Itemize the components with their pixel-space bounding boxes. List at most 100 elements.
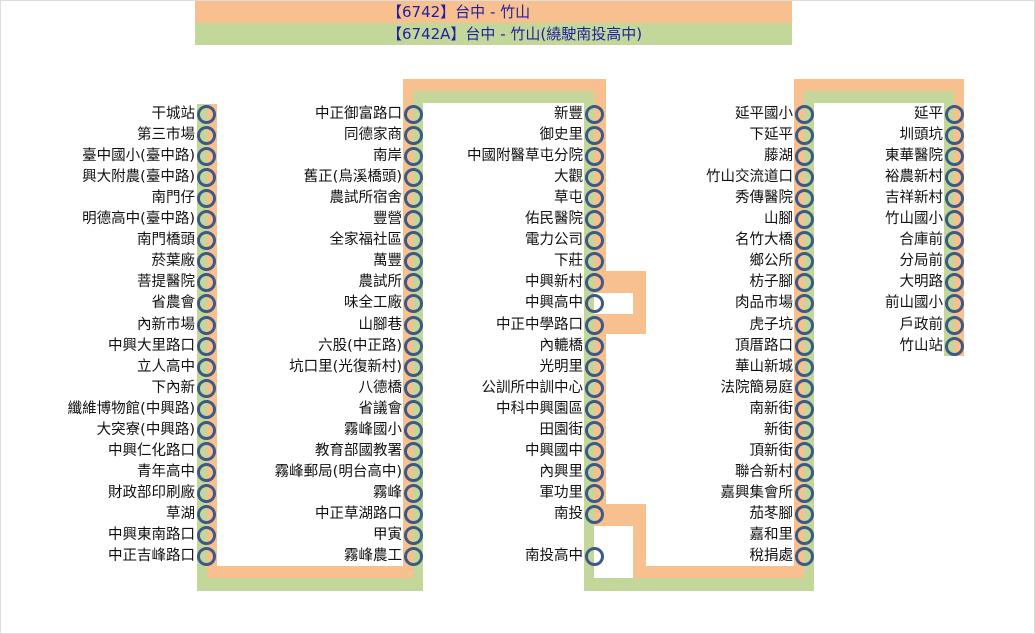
stop-circle-icon[interactable] [585, 126, 604, 146]
stop-circle-icon[interactable] [795, 315, 814, 335]
stop-circle-icon[interactable] [945, 168, 964, 188]
stop-circle-icon[interactable] [945, 315, 964, 335]
stop-circle-icon[interactable] [404, 315, 423, 335]
stop-circle-icon[interactable] [197, 441, 216, 461]
stop-circle-icon[interactable] [795, 336, 814, 356]
stop-circle-icon[interactable] [795, 210, 814, 230]
stop-circle-icon[interactable] [197, 483, 216, 503]
stop-circle-icon[interactable] [585, 231, 604, 251]
stop-circle-icon[interactable] [945, 231, 964, 251]
stop-circle-icon[interactable] [795, 126, 814, 146]
stop-circle-icon[interactable] [945, 105, 964, 124]
stop-circle-icon[interactable] [795, 189, 814, 209]
stop-circle-icon[interactable] [197, 399, 216, 419]
stop-circle-icon[interactable] [197, 126, 216, 146]
stop-circle-icon[interactable] [945, 294, 964, 314]
stop-circle-icon[interactable] [795, 483, 814, 503]
stop-circle-icon[interactable] [945, 147, 964, 167]
stop-circle-icon[interactable] [404, 462, 423, 482]
stop-circle-icon[interactable] [585, 336, 604, 356]
stop-circle-icon[interactable] [585, 378, 604, 398]
stop-circle-icon[interactable] [197, 336, 216, 356]
stop-circle-icon[interactable] [197, 547, 216, 567]
stop-circle-icon[interactable] [404, 378, 423, 398]
stop-circle-icon[interactable] [585, 294, 604, 314]
stop-circle-icon[interactable] [404, 357, 423, 377]
stop-circle-icon[interactable] [585, 399, 604, 419]
stop-circle-icon[interactable] [197, 357, 216, 377]
stop-circle-icon[interactable] [404, 294, 423, 314]
stop-circle-icon[interactable] [197, 273, 216, 293]
stop-circle-icon[interactable] [795, 357, 814, 377]
stop-circle-icon[interactable] [795, 273, 814, 293]
stop-circle-icon[interactable] [197, 315, 216, 335]
stop-circle-icon[interactable] [404, 336, 423, 356]
stop-circle-icon[interactable] [795, 168, 814, 188]
stop-circle-icon[interactable] [404, 420, 423, 440]
stop-circle-icon[interactable] [197, 504, 216, 524]
stop-circle-icon[interactable] [197, 252, 216, 272]
stop-circle-icon[interactable] [585, 210, 604, 230]
stop-circle-icon[interactable] [404, 547, 423, 567]
stop-circle-icon[interactable] [945, 336, 964, 356]
stop-circle-icon[interactable] [404, 189, 423, 209]
stop-circle-icon[interactable] [404, 168, 423, 188]
stop-circle-icon[interactable] [197, 147, 216, 167]
stop-circle-icon[interactable] [404, 126, 423, 146]
stop-circle-icon[interactable] [197, 105, 216, 124]
stop-circle-icon[interactable] [795, 252, 814, 272]
route-6742a-title[interactable]: 【6742A】台中 - 竹山(繞駛南投高中) [195, 23, 792, 45]
stop-circle-icon[interactable] [585, 483, 604, 503]
stop-circle-icon[interactable] [404, 273, 423, 293]
stop-circle-icon[interactable] [197, 526, 216, 545]
stop-circle-icon[interactable] [795, 378, 814, 398]
stop-circle-icon[interactable] [404, 231, 423, 251]
stop-circle-icon[interactable] [795, 441, 814, 461]
stop-circle-icon[interactable] [945, 273, 964, 293]
stop-circle-icon[interactable] [945, 252, 964, 272]
stop-circle-icon[interactable] [404, 210, 423, 230]
stop-circle-icon[interactable] [585, 105, 604, 124]
stop-circle-icon[interactable] [404, 105, 423, 124]
stop-circle-icon[interactable] [795, 399, 814, 419]
stop-circle-icon[interactable] [197, 462, 216, 482]
stop-circle-icon[interactable] [197, 420, 216, 440]
stop-circle-icon[interactable] [404, 147, 423, 167]
stop-circle-icon[interactable] [585, 189, 604, 209]
stop-circle-icon[interactable] [197, 210, 216, 230]
stop-circle-icon[interactable] [404, 252, 423, 272]
stop-circle-icon[interactable] [795, 420, 814, 440]
stop-circle-icon[interactable] [795, 462, 814, 482]
stop-circle-icon[interactable] [585, 420, 604, 440]
stop-circle-icon[interactable] [945, 210, 964, 230]
stop-circle-icon[interactable] [404, 441, 423, 461]
stop-circle-icon[interactable] [585, 252, 604, 272]
route-6742-title[interactable]: 【6742】台中 - 竹山 [195, 1, 792, 23]
stop-circle-icon[interactable] [795, 231, 814, 251]
stop-circle-icon[interactable] [404, 483, 423, 503]
stop-circle-icon[interactable] [795, 147, 814, 167]
stop-circle-icon[interactable] [585, 504, 604, 524]
stop-circle-icon[interactable] [795, 294, 814, 314]
stop-circle-icon[interactable] [585, 315, 604, 335]
stop-circle-icon[interactable] [404, 504, 423, 524]
stop-circle-icon[interactable] [585, 168, 604, 188]
stop-circle-icon[interactable] [585, 441, 604, 461]
stop-circle-icon[interactable] [585, 462, 604, 482]
stop-circle-icon[interactable] [795, 105, 814, 124]
stop-circle-icon[interactable] [404, 526, 423, 545]
stop-circle-icon[interactable] [197, 378, 216, 398]
stop-circle-icon[interactable] [945, 126, 964, 146]
stop-circle-icon[interactable] [585, 273, 604, 293]
stop-circle-icon[interactable] [585, 357, 604, 377]
stop-circle-icon[interactable] [945, 189, 964, 209]
stop-circle-icon[interactable] [795, 504, 814, 524]
stop-circle-icon[interactable] [197, 231, 216, 251]
stop-circle-icon[interactable] [404, 399, 423, 419]
stop-circle-icon[interactable] [795, 526, 814, 545]
stop-circle-icon[interactable] [197, 168, 216, 188]
stop-circle-icon[interactable] [795, 547, 814, 567]
stop-circle-icon[interactable] [197, 189, 216, 209]
stop-circle-icon[interactable] [585, 547, 604, 567]
stop-circle-icon[interactable] [197, 294, 216, 314]
